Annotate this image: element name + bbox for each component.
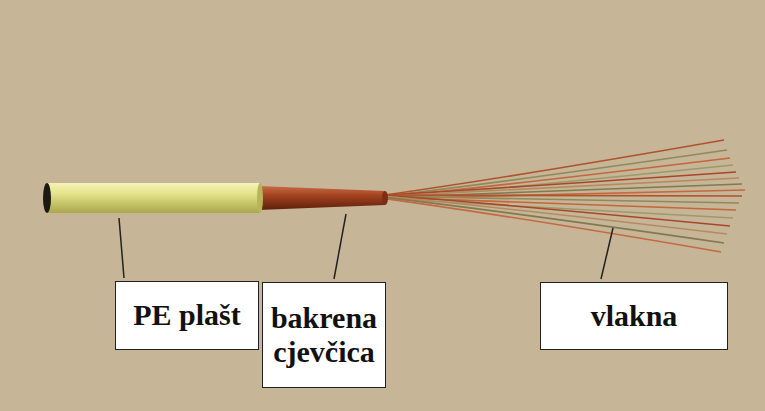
- optical-fiber: [385, 197, 724, 243]
- copper-tube-end: [382, 191, 388, 205]
- part-label: vlakna: [591, 299, 678, 334]
- leader-line: [119, 218, 124, 278]
- part-label: bakrena cjevčica: [271, 301, 377, 370]
- optical-fiber: [385, 150, 727, 196]
- pe-sheath-end: [257, 183, 263, 213]
- leader-line: [334, 214, 346, 279]
- optical-fiber: [385, 196, 727, 234]
- optical-fiber: [385, 195, 730, 226]
- label-box: bakrena cjevčica: [262, 282, 386, 388]
- fiber-bundle: [385, 140, 745, 252]
- optical-fiber: [385, 195, 742, 196]
- pe-sheath: [46, 183, 260, 213]
- optical-fiber: [385, 199, 721, 252]
- part-label: PE plašt: [133, 298, 241, 333]
- pe-sheath-left-end: [43, 183, 51, 213]
- label-box: PE plašt: [115, 281, 259, 350]
- optical-fiber: [385, 178, 739, 196]
- label-box: vlakna: [540, 282, 728, 350]
- leader-line: [601, 228, 613, 279]
- copper-tube: [258, 186, 385, 210]
